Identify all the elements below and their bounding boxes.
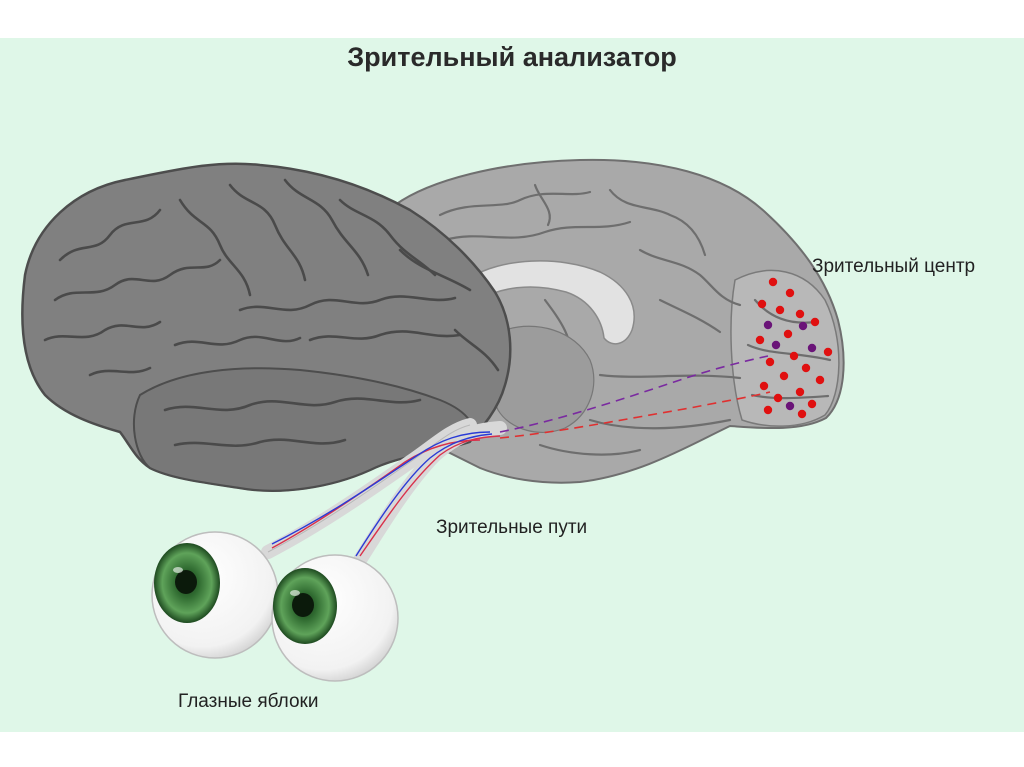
- visual-center-dot: [771, 340, 781, 350]
- optic-pathways: [261, 355, 771, 567]
- visual-center-dot: [765, 357, 775, 367]
- occipital-lobe: [730, 269, 840, 427]
- visual-center-dot: [797, 409, 807, 419]
- dashed-projection-purple: [499, 355, 769, 433]
- medial-gyri: [438, 183, 832, 456]
- visual-center-dot: [810, 317, 820, 327]
- visual-center-dot: [785, 401, 795, 411]
- label-eyeballs: Глазные яблоки: [178, 691, 319, 712]
- visual-center-dot: [807, 343, 817, 353]
- pupil-right: [292, 593, 314, 617]
- visual-center-dot: [759, 381, 769, 391]
- visual-center-dot: [779, 371, 789, 381]
- visual-center-dots: [755, 277, 833, 419]
- visual-center-dot: [783, 329, 793, 339]
- lateral-hemisphere: [21, 162, 512, 492]
- visual-center-dot: [768, 277, 778, 287]
- eyeball-right: [271, 554, 399, 682]
- visual-center-dot: [773, 393, 783, 403]
- visual-center-dot: [807, 399, 817, 409]
- label-visual-center: Зрительный центр: [812, 256, 976, 277]
- visual-center-dot: [775, 305, 785, 315]
- visual-center-dot: [798, 321, 808, 331]
- eyeball-left: [151, 531, 279, 659]
- visual-center-dot: [755, 335, 765, 345]
- visual-center-dot: [801, 363, 811, 373]
- visual-center-dot: [789, 351, 799, 361]
- visual-center-dot: [815, 375, 825, 385]
- nerve-fiber-blue-2: [355, 433, 493, 557]
- visual-center-dot: [795, 309, 805, 319]
- nerve-fiber-red: [271, 439, 481, 549]
- nerve-fiber-red-2: [359, 435, 501, 557]
- dashed-projection-red: [499, 391, 771, 439]
- visual-center-dot: [763, 320, 773, 330]
- diagram-title: Зрительный анализатор: [347, 42, 677, 72]
- visual-center-dot: [757, 299, 767, 309]
- visual-center-dot: [795, 387, 805, 397]
- label-visual-pathways: Зрительные пути: [436, 517, 588, 538]
- visual-center-dot: [823, 347, 833, 357]
- visual-center-dot: [785, 288, 795, 298]
- nerve-fiber-blue: [271, 431, 491, 545]
- lateral-gyri: [43, 178, 500, 448]
- visual-center-dot: [763, 405, 773, 415]
- pupil-left: [175, 570, 197, 594]
